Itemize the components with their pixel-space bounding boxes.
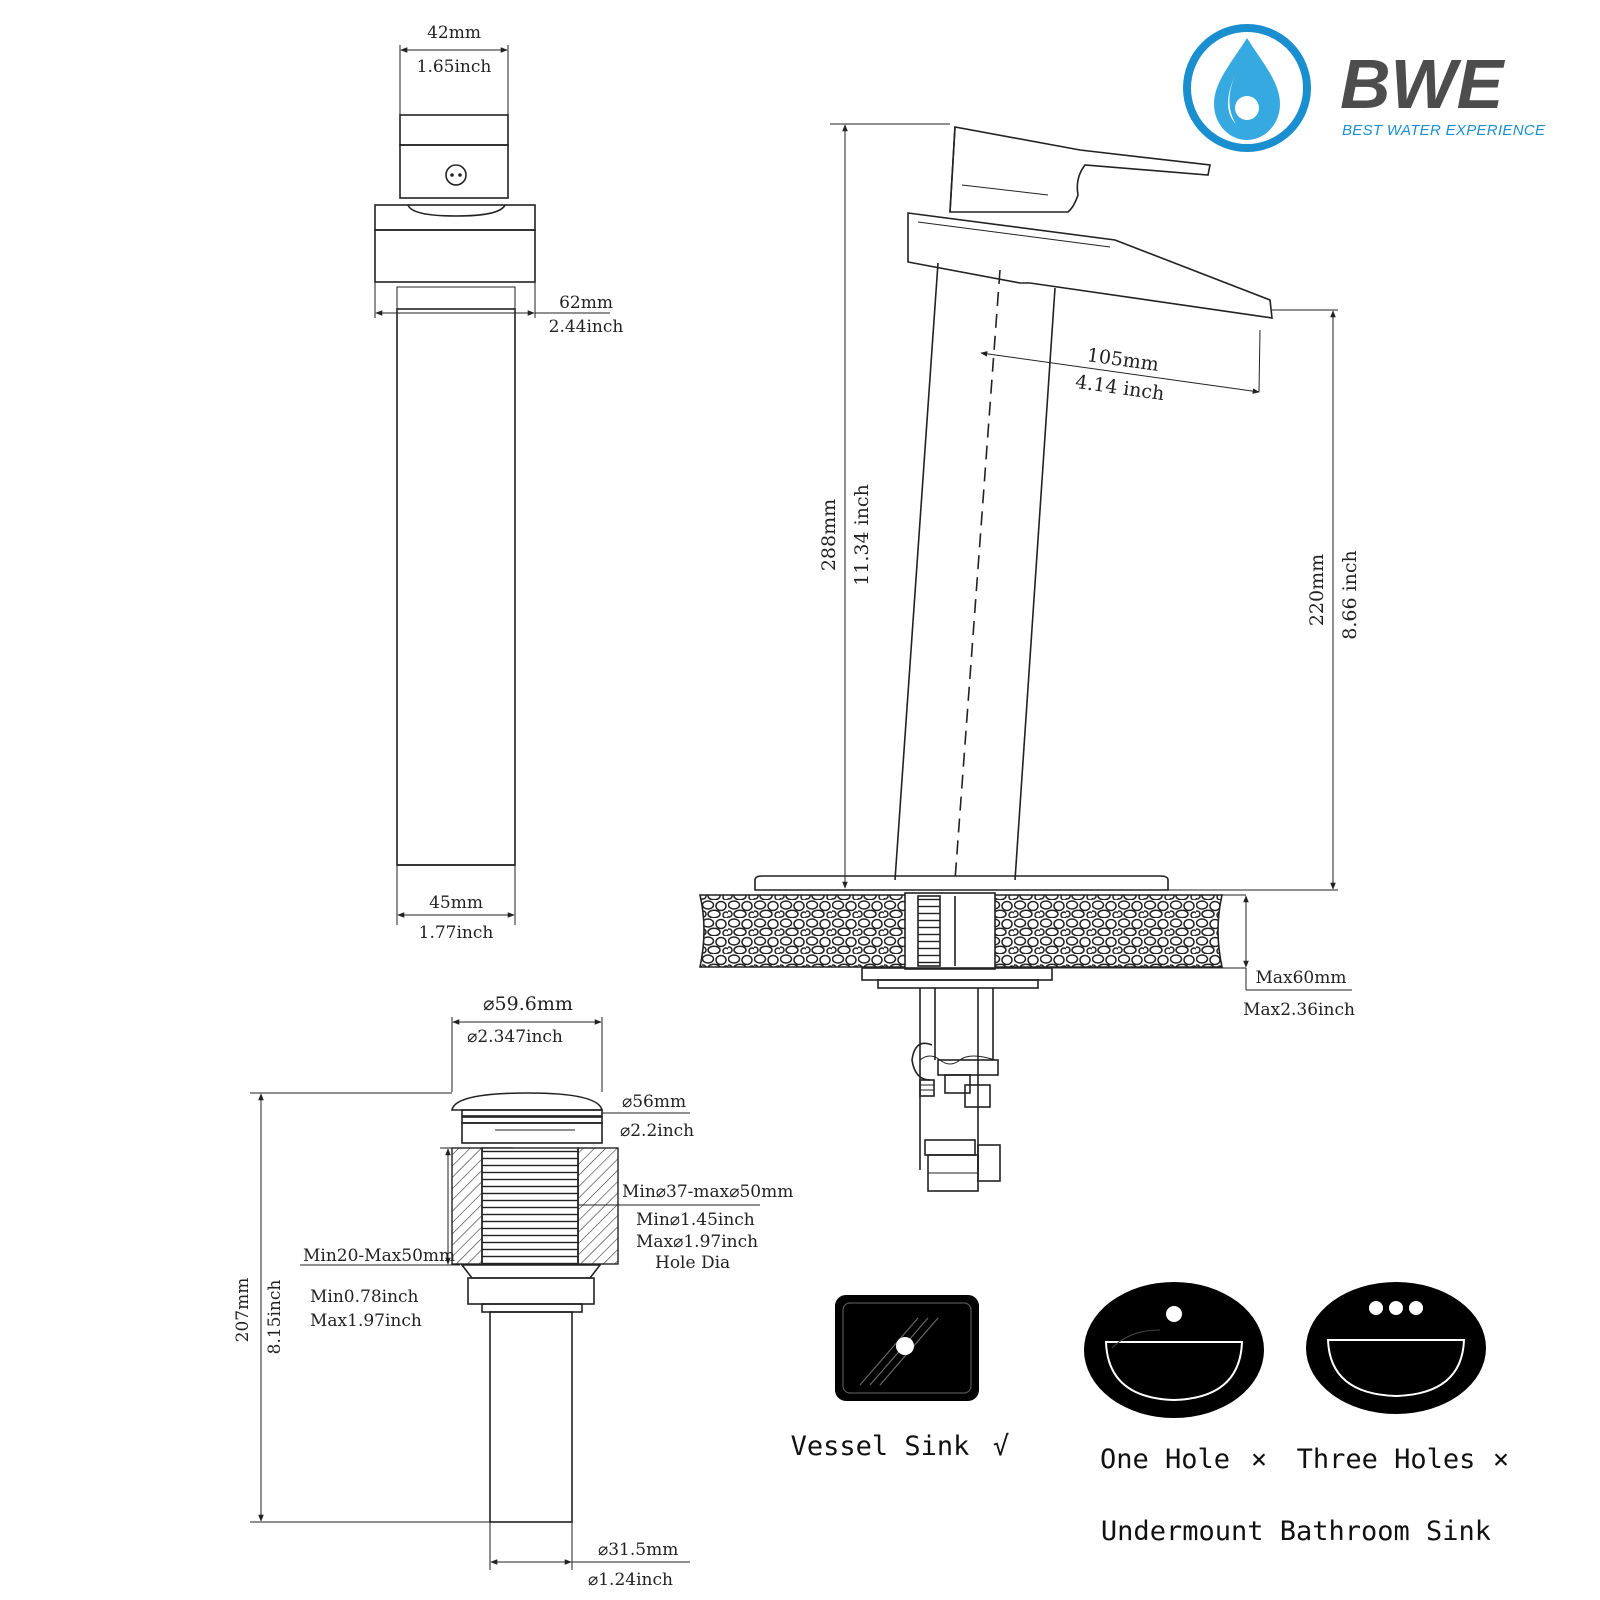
- counter-thickness-mm: Min20-Max50mm: [303, 1246, 455, 1266]
- one-hole-label: One Hole: [1100, 1444, 1230, 1475]
- counter-thickness-inch-min: Min0.78inch: [310, 1287, 419, 1307]
- faucet-side-view: 105mm 4.14 inch 288mm 11.34 inch 220mm 8…: [698, 123, 1361, 1192]
- cap-diameter-inch: ⌀2.347inch: [467, 1027, 563, 1047]
- spout-height-mm: 220mm: [1306, 554, 1328, 626]
- vessel-sink-label: Vessel Sink: [791, 1431, 970, 1462]
- faucet-front-view: 42mm 1.65inch 62mm 2.44inch 45mm 1.77inc…: [374, 23, 624, 943]
- brand-logo: BWE BEST WATER EXPERIENCE: [1183, 24, 1546, 152]
- three-holes-cross: ×: [1493, 1444, 1509, 1475]
- tail-diameter-mm: ⌀31.5mm: [598, 1540, 678, 1560]
- hole-diameter-inch-min: Min⌀1.45inch: [636, 1210, 755, 1230]
- body-width-mm: 62mm: [559, 293, 613, 313]
- brand-name: BWE: [1340, 45, 1506, 123]
- three-holes-label: Three Holes: [1297, 1444, 1476, 1475]
- undermount-caption: Undermount Bathroom Sink: [1101, 1516, 1491, 1547]
- handle-width-mm: 42mm: [427, 23, 481, 43]
- one-hole-sink-icon: [1084, 1282, 1264, 1418]
- hole-diameter-mm: Min⌀37-max⌀50mm: [622, 1182, 793, 1202]
- total-height-inch: 11.34 inch: [851, 484, 873, 586]
- vessel-sink-icon: [835, 1295, 979, 1401]
- total-height-mm: 288mm: [818, 499, 840, 571]
- drain-length-inch: 8.15inch: [265, 1280, 285, 1355]
- body-width-inch: 2.44inch: [549, 317, 624, 337]
- tail-diameter-inch: ⌀1.24inch: [588, 1570, 673, 1590]
- hole-diameter-inch-max: Max⌀1.97inch: [636, 1232, 758, 1252]
- one-hole-cross: ×: [1251, 1444, 1267, 1475]
- deck-thickness-inch: Max2.36inch: [1243, 1000, 1355, 1020]
- counter-thickness-inch-max: Max1.97inch: [310, 1311, 422, 1331]
- water-drop-icon: [1183, 24, 1311, 152]
- vessel-sink-check: √: [993, 1431, 1009, 1462]
- spout-reach-mm: 105mm: [1085, 344, 1160, 376]
- base-width-inch: 1.77inch: [419, 923, 494, 943]
- three-holes-sink-icon: [1306, 1282, 1486, 1414]
- sink-compatibility: Vessel Sink √ One Hole × Three Holes × U…: [791, 1282, 1509, 1547]
- cap-diameter-mm: ⌀59.6mm: [483, 993, 573, 1015]
- pop-up-drain: ⌀59.6mm ⌀2.347inch ⌀56mm ⌀2.2inch Min⌀37…: [233, 993, 793, 1590]
- deck-thickness-mm: Max60mm: [1255, 968, 1346, 988]
- handle-width-inch: 1.65inch: [417, 57, 492, 77]
- hole-diameter-label: Hole Dia: [655, 1253, 730, 1273]
- flange-diameter-mm: ⌀56mm: [622, 1092, 686, 1112]
- spout-height-inch: 8.66 inch: [1339, 550, 1361, 640]
- spout-reach-inch: 4.14 inch: [1074, 371, 1166, 405]
- brand-tagline: BEST WATER EXPERIENCE: [1342, 122, 1546, 139]
- flange-diameter-inch: ⌀2.2inch: [620, 1121, 694, 1141]
- base-width-mm: 45mm: [429, 893, 483, 913]
- drain-length-mm: 207mm: [233, 1278, 253, 1343]
